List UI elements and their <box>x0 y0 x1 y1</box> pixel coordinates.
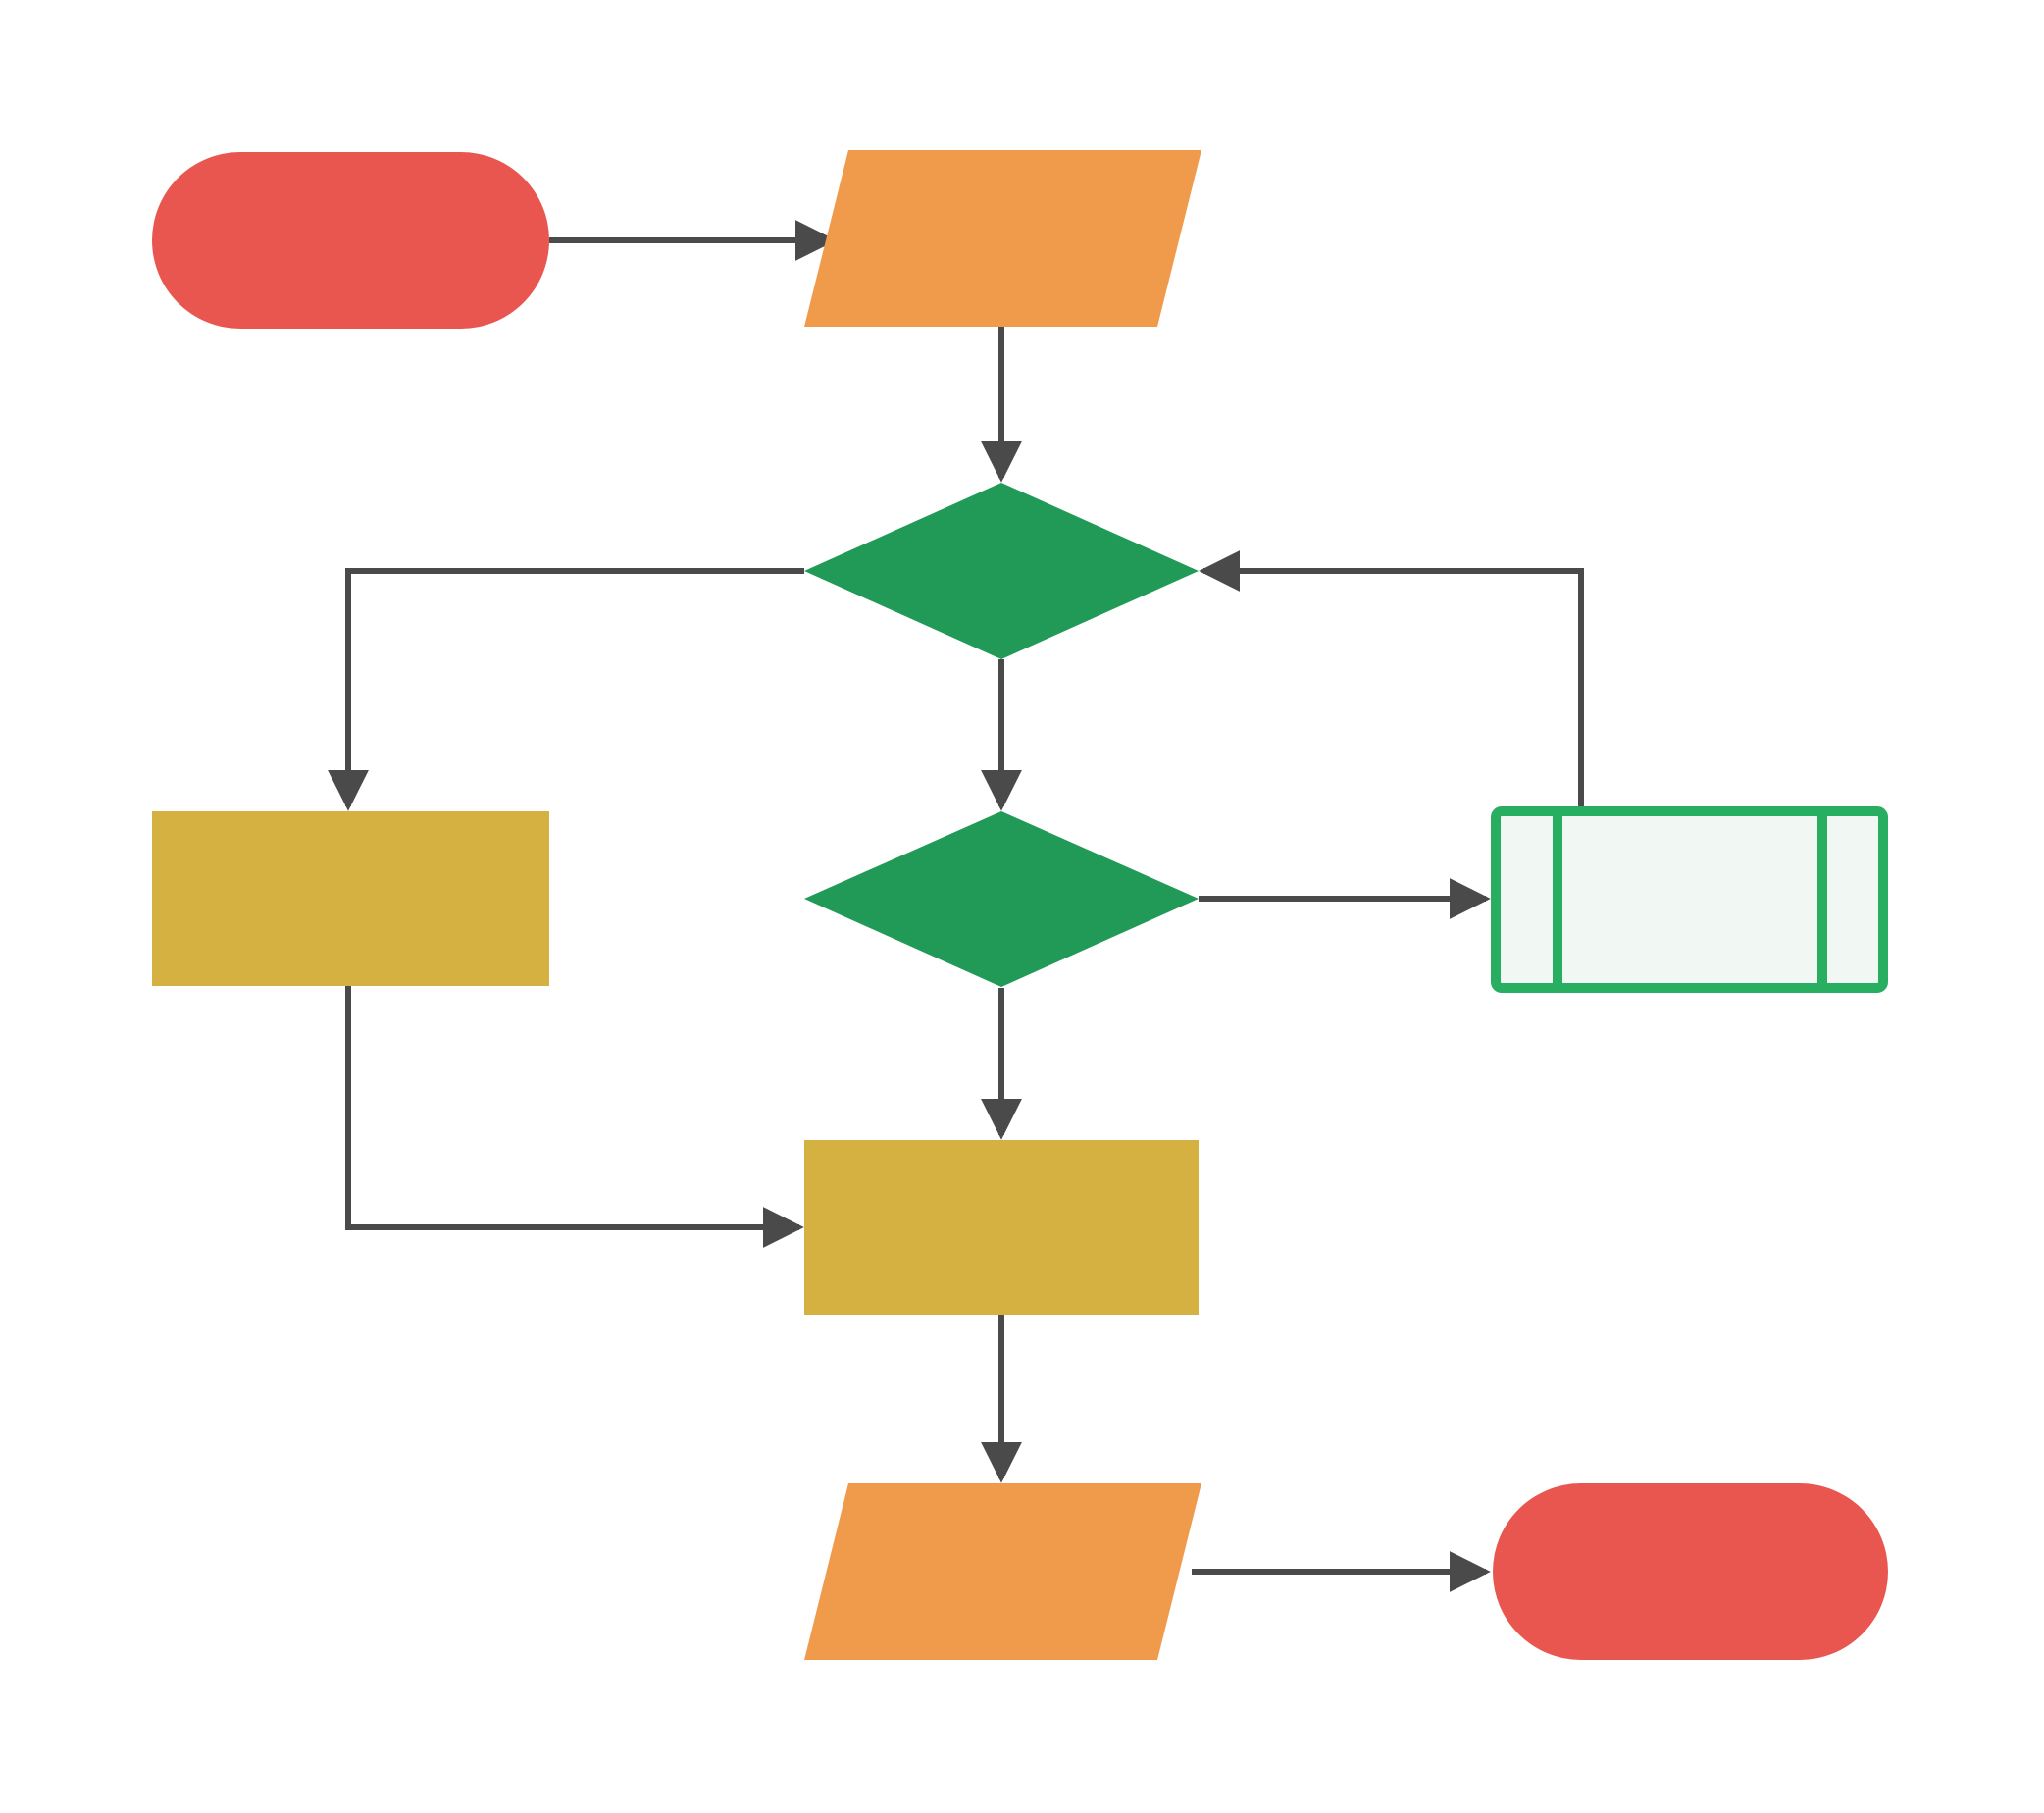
connectors-layer <box>328 220 1584 1592</box>
output-io-shape[interactable] <box>804 1483 1201 1660</box>
node-output-io[interactable] <box>804 1483 1201 1660</box>
predefined-process-outer-shape[interactable] <box>1491 806 1888 993</box>
start-terminator-shape[interactable] <box>152 152 549 329</box>
input-io-shape[interactable] <box>804 150 1201 327</box>
node-start-terminator[interactable] <box>152 152 549 329</box>
connector-decision1-to-left-process <box>328 568 804 811</box>
node-end-terminator[interactable] <box>1493 1483 1888 1660</box>
node-left-process[interactable] <box>152 811 549 986</box>
left-process-shape[interactable] <box>152 811 549 986</box>
node-primary-decision[interactable] <box>804 483 1199 659</box>
secondary-decision-shape[interactable] <box>804 811 1199 987</box>
node-center-process[interactable] <box>804 1140 1199 1315</box>
node-secondary-decision[interactable] <box>804 811 1199 987</box>
nodes-layer <box>152 150 1888 1660</box>
connector-left-process-to-center <box>345 986 804 1248</box>
end-terminator-shape[interactable] <box>1493 1483 1888 1660</box>
node-input-io[interactable] <box>804 150 1201 327</box>
node-predefined-process[interactable] <box>1491 806 1888 993</box>
connector-subroutine-loopback <box>1199 550 1584 806</box>
center-process-shape[interactable] <box>804 1140 1199 1315</box>
primary-decision-shape[interactable] <box>804 483 1199 659</box>
